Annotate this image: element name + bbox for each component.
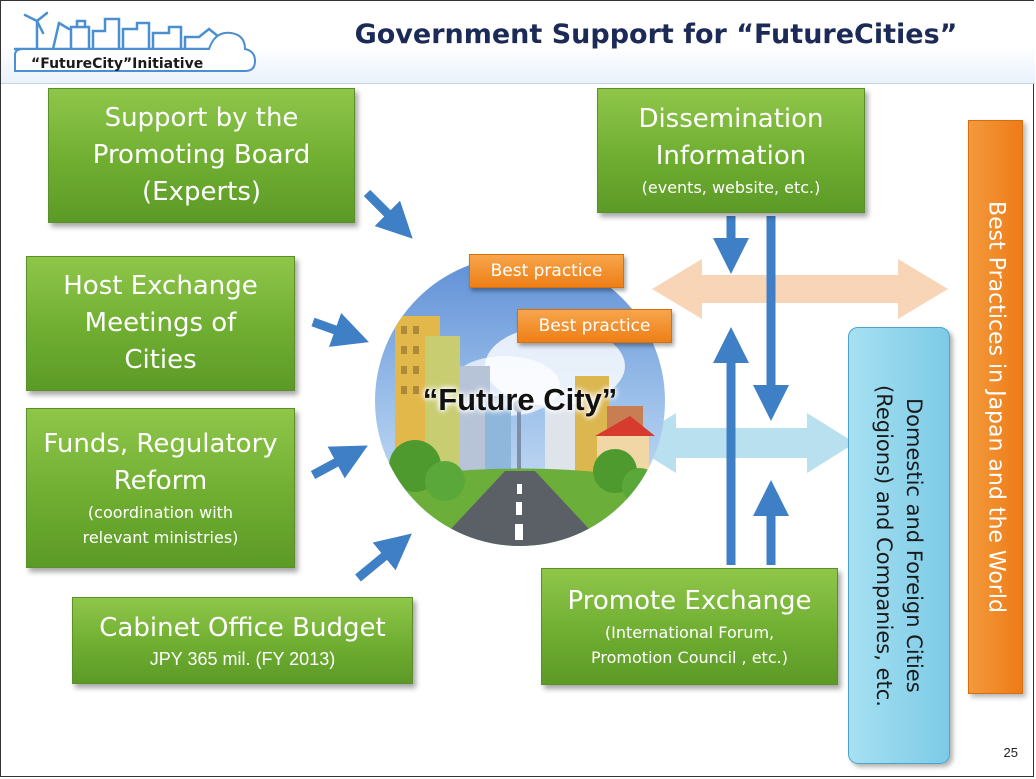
dissemination-box: Dissemination Information (events, websi…	[597, 88, 865, 213]
futurecity-logo: “FutureCity”Initiative	[9, 9, 269, 75]
promote-exchange-detail: (International Forum, Promotion Council …	[591, 623, 788, 667]
best-practice-tag-2: Best practice	[517, 309, 672, 343]
funds-reform-detail: (coordination with relevant ministries)	[82, 503, 239, 547]
arrow-budget-to-city	[355, 533, 412, 582]
header-bar: “FutureCity”Initiative Government Suppor…	[1, 1, 1035, 84]
skyline-logo-icon	[13, 11, 257, 72]
best-practice-tag-1: Best practice	[469, 254, 624, 288]
arrow-funds-to-city	[310, 445, 368, 479]
page-number: 25	[1003, 745, 1018, 760]
exchange-meetings-title: Host Exchange Meetings of Cities	[63, 271, 258, 375]
best-practices-world-label: Best Practices in Japan and the World	[983, 201, 1009, 613]
arrow-board-to-city	[363, 189, 413, 239]
exchange-double-arrow	[628, 413, 855, 473]
budget-title: Cabinet Office Budget	[99, 613, 386, 643]
logo-label: “FutureCity”Initiative	[31, 56, 204, 72]
page-title: Government Support for “FutureCities”	[354, 19, 958, 50]
domestic-foreign-label: Domestic and Foreign Cities (Regions) an…	[872, 384, 926, 707]
future-city-illustration	[375, 256, 665, 546]
exchange-meetings-box: Host Exchange Meetings of Cities	[26, 256, 295, 391]
best-practices-world-bar: Best Practices in Japan and the World	[968, 120, 1023, 694]
promote-exchange-box: Promote Exchange (International Forum, P…	[541, 568, 838, 685]
budget-detail: JPY 365 mil. (FY 2013)	[149, 649, 336, 669]
best-practice-double-arrow	[652, 259, 948, 319]
arrow-meetings-to-city	[311, 312, 369, 347]
dissemination-detail: (events, website, etc.)	[641, 178, 821, 197]
funds-reform-title: Funds, Regulatory Reform	[43, 429, 278, 496]
dissemination-title: Dissemination Information	[638, 104, 824, 171]
future-city-label: “Future City”	[422, 382, 618, 417]
support-board-box: Support by the Promoting Board (Experts)	[48, 88, 355, 223]
budget-box: Cabinet Office Budget JPY 365 mil. (FY 2…	[72, 597, 413, 684]
domestic-foreign-bar: Domestic and Foreign Cities (Regions) an…	[848, 327, 950, 764]
support-board-title: Support by the Promoting Board (Experts)	[92, 103, 311, 207]
funds-reform-box: Funds, Regulatory Reform (coordination w…	[26, 408, 295, 568]
city-scene-image	[375, 256, 665, 546]
promote-exchange-title: Promote Exchange	[567, 586, 812, 616]
